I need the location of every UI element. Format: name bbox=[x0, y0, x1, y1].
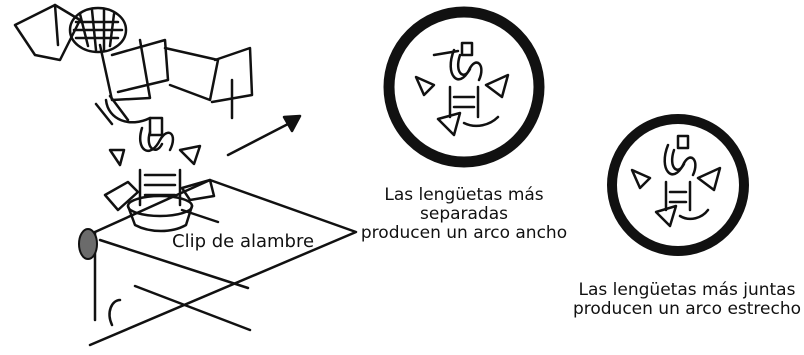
wide-arc-caption-line: producen un arco ancho bbox=[360, 223, 568, 243]
wire-clip-tabs bbox=[108, 116, 202, 167]
inset-narrow-arc bbox=[607, 114, 749, 256]
wire-clip-label: Clip de alambre bbox=[172, 231, 315, 252]
wide-arc-caption-line: separadas bbox=[420, 204, 508, 224]
side-nub bbox=[78, 228, 98, 260]
arrow-right-up-icon bbox=[226, 114, 302, 157]
sprinkler-head bbox=[13, 3, 254, 126]
wire-clip-leader bbox=[180, 208, 220, 224]
wide-arc-caption: Las lengüetas más separadas producen un … bbox=[354, 186, 574, 243]
narrow-arc-caption-line: Las lengüetas más juntas bbox=[578, 280, 796, 300]
wide-arc-caption-line: Las lengüetas más bbox=[384, 185, 544, 205]
sprinkler-riser bbox=[103, 168, 216, 233]
narrow-arc-caption-line: producen un arco estrecho bbox=[572, 299, 802, 319]
sprinkler-base-plate bbox=[88, 178, 358, 347]
inset-wide-arc bbox=[383, 6, 545, 168]
narrow-arc-caption: Las lengüetas más juntas producen un arc… bbox=[570, 281, 804, 319]
